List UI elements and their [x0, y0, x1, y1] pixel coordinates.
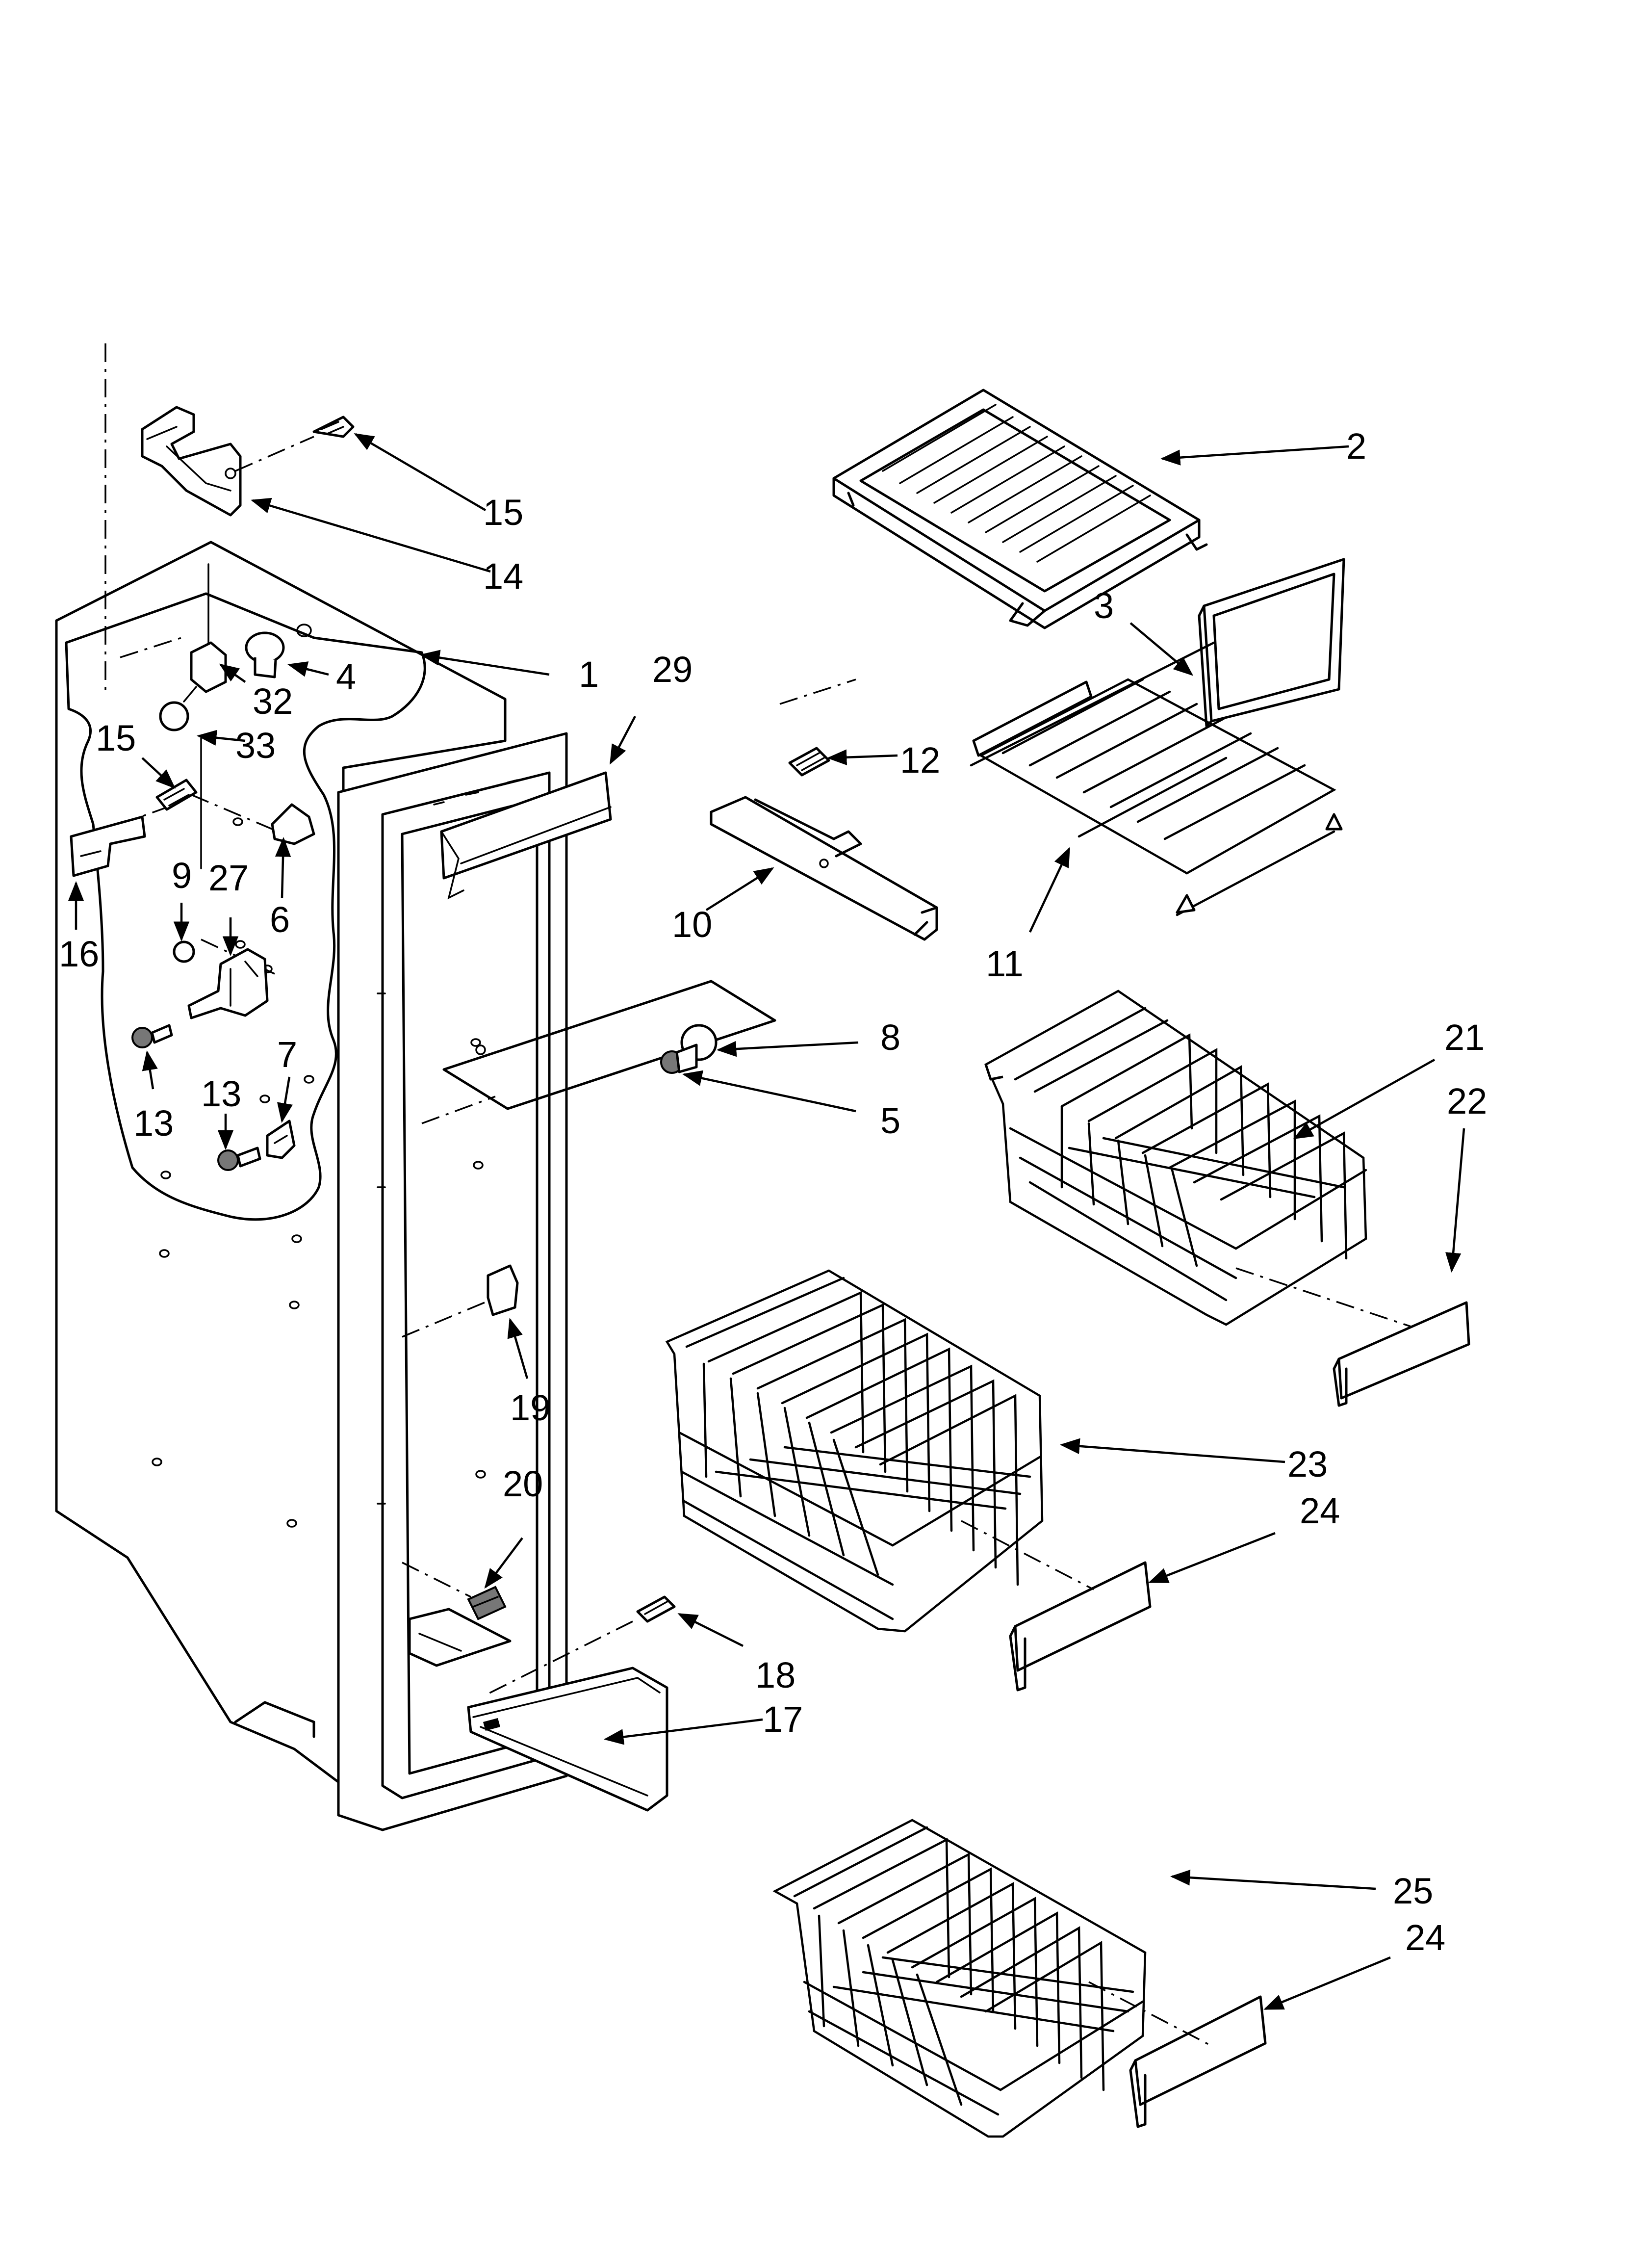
- callout-12: 12: [900, 740, 940, 781]
- callout-20: 20: [503, 1463, 543, 1504]
- callout-33: 33: [235, 725, 276, 766]
- callout-18: 18: [755, 1655, 795, 1695]
- light-socket: [159, 641, 227, 731]
- callout-16: 16: [59, 934, 99, 974]
- callout-13a: 13: [133, 1103, 174, 1144]
- wire-basket-23: [665, 1269, 1044, 1633]
- shelf-panel-3: [1198, 558, 1345, 728]
- bracket-16: [70, 815, 146, 877]
- wire-basket-21: [984, 990, 1367, 1326]
- screw-15-mid: [155, 779, 198, 811]
- callout-14: 14: [483, 556, 523, 597]
- callout-21: 21: [1444, 1017, 1485, 1058]
- callout-7: 7: [277, 1034, 297, 1075]
- knob-4: [245, 624, 312, 678]
- light-shield-8-5: [442, 980, 776, 1110]
- callout-6: 6: [270, 899, 290, 940]
- callout-9: 9: [172, 855, 192, 896]
- basket-front-24-lower: [1088, 1981, 1267, 2128]
- thermostat-27: [173, 940, 269, 1019]
- callout-4: 4: [336, 656, 356, 697]
- screw-18: [485, 1595, 676, 1696]
- screw-13-lower: [217, 1147, 261, 1171]
- callout-24b: 24: [1405, 1917, 1445, 1958]
- callout-27: 27: [208, 858, 249, 898]
- callout-24a: 24: [1300, 1490, 1340, 1531]
- screw-15-top: [312, 416, 355, 438]
- switch-19: [402, 1264, 519, 1338]
- callout-19: 19: [510, 1387, 550, 1428]
- callout-11: 11: [986, 943, 1024, 984]
- callout-23: 23: [1287, 1444, 1328, 1485]
- callout-3: 3: [1094, 585, 1114, 626]
- switch-7: [266, 1120, 296, 1159]
- callout-2: 2: [1346, 426, 1366, 467]
- duct-29: [440, 771, 612, 900]
- grille-17: [467, 1667, 668, 1812]
- callout-29: 29: [652, 649, 693, 690]
- basket-front-24-upper: [961, 1520, 1152, 1692]
- screw-13-left: [131, 1024, 173, 1048]
- callout-labels: 1 2 3 4 5 6 7 8 9 10 11 12 13 13 14 15 1…: [59, 426, 1487, 1958]
- callout-15b: 15: [96, 718, 136, 758]
- callout-15a: 15: [483, 492, 523, 533]
- shelf-rail-10: [710, 796, 938, 941]
- hinge-bracket: [141, 406, 314, 517]
- callout-8: 8: [880, 1017, 900, 1058]
- callout-13b: 13: [201, 1073, 241, 1114]
- clip-6: [271, 803, 315, 845]
- screw-12: [788, 747, 830, 777]
- freezer-liner: [55, 343, 856, 1831]
- leader-lines: [68, 433, 1465, 2010]
- callout-10: 10: [672, 904, 712, 945]
- screw-20: [402, 1562, 507, 1620]
- callout-32: 32: [253, 681, 293, 722]
- basket-front-22: [1235, 1267, 1470, 1407]
- wire-shelf-11: [970, 641, 1343, 916]
- callout-5: 5: [880, 1100, 900, 1141]
- glass-shelf-2: [832, 389, 1208, 629]
- wire-basket-25: [772, 1819, 1147, 2138]
- callout-17: 17: [763, 1699, 803, 1740]
- callout-22: 22: [1447, 1081, 1487, 1121]
- callout-1: 1: [579, 654, 599, 695]
- callout-25: 25: [1393, 1871, 1433, 1911]
